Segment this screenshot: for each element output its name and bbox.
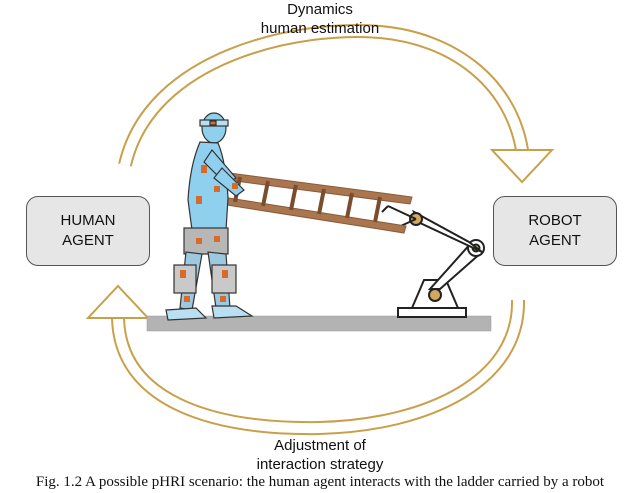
bottom-label: Adjustment of interaction strategy <box>210 436 430 474</box>
bottom-cycle-arrow <box>85 284 526 436</box>
bottom-label-line1: Adjustment of <box>274 437 366 454</box>
top-label-line2: human estimation <box>260 20 380 37</box>
human-figure-icon <box>165 112 254 321</box>
human-agent-line2: AGENT <box>62 232 114 249</box>
top-label: Dynamics human estimation <box>220 0 420 38</box>
ladder-icon <box>213 171 413 234</box>
robot-arm-icon <box>381 205 485 318</box>
robot-agent-line1: ROBOT <box>528 212 582 229</box>
human-agent-box: HUMAN AGENT <box>26 196 150 266</box>
figure-caption: Fig. 1.2 A possible pHRI scenario: the h… <box>35 474 605 490</box>
robot-agent-line2: AGENT <box>529 232 581 249</box>
bottom-label-line2: interaction strategy <box>256 456 384 473</box>
top-label-line1: Dynamics <box>287 1 353 18</box>
top-cycle-arrow <box>118 24 555 184</box>
floor <box>146 315 492 332</box>
human-agent-line1: HUMAN <box>60 212 116 229</box>
robot-agent-box: ROBOT AGENT <box>493 196 617 266</box>
